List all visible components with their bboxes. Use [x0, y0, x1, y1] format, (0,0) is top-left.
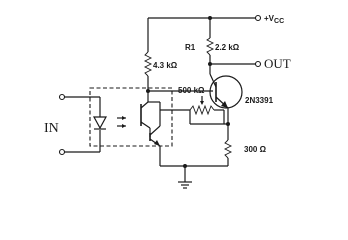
input-label: IN	[44, 121, 59, 136]
pullup-resistor-label: 4.3 kΩ	[153, 61, 178, 70]
pot-label: 500 kΩ	[178, 86, 205, 95]
vcc-label: +VCC	[264, 14, 284, 25]
potentiometer	[189, 96, 215, 116]
vcc-terminal	[254, 14, 262, 22]
light-arrows-icon	[117, 116, 126, 128]
optocoupler-package	[89, 87, 173, 147]
out-terminal	[254, 60, 262, 68]
ground-icon	[178, 181, 192, 189]
out-label: OUT	[264, 56, 291, 71]
transistor-part-label: 2N3391	[245, 96, 274, 105]
optocoupler-schematic: +VCC 4.3 kΩ R1 2.2 kΩ OUT 2N3391 IN	[44, 14, 291, 189]
input-terminal-top	[58, 93, 66, 101]
phototransistor-darlington	[140, 101, 161, 147]
emitter-resistor	[223, 139, 233, 159]
r1-resistor	[205, 37, 215, 56]
emitter-resistor-label: 300 Ω	[244, 145, 267, 154]
pullup-resistor	[143, 51, 153, 77]
r1-name-label: R1	[185, 43, 196, 52]
input-terminal-bottom	[58, 148, 66, 156]
led-diode	[92, 116, 108, 130]
r1-value-label: 2.2 kΩ	[215, 43, 240, 52]
transistor-2n3391	[209, 73, 243, 109]
